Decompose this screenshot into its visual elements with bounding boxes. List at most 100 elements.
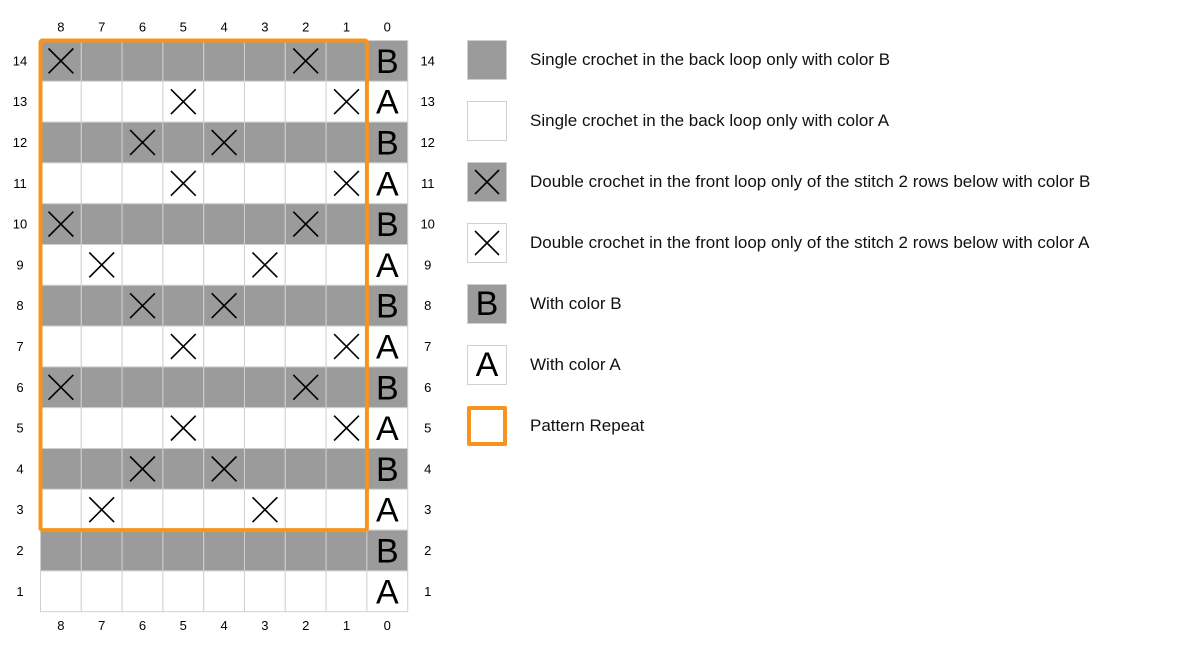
column-label-bottom: 5 xyxy=(180,618,187,633)
row-label-left: 4 xyxy=(16,461,23,476)
column-label-top: 8 xyxy=(57,20,64,35)
chart-cell xyxy=(244,529,286,572)
column-label-bottom: 8 xyxy=(57,618,64,633)
cross-mark xyxy=(170,333,197,360)
chart-cell xyxy=(162,121,205,164)
pattern-repeat-swatch xyxy=(467,406,507,446)
chart-cell xyxy=(284,570,327,613)
row-label-left: 11 xyxy=(13,176,27,191)
chart-cell xyxy=(284,488,327,531)
chart-cell xyxy=(80,570,123,613)
chart-cell xyxy=(121,203,164,245)
chart-cell xyxy=(40,407,82,450)
column-label-bottom: 3 xyxy=(261,618,268,633)
legend-label: Single crochet in the back loop only wit… xyxy=(530,111,890,130)
chart-cell xyxy=(80,80,123,123)
chart-cell xyxy=(284,529,327,572)
cross-mark xyxy=(47,47,74,74)
chart-cell xyxy=(244,121,286,164)
column-label-bottom: 1 xyxy=(343,618,350,633)
chart-cell xyxy=(325,448,368,490)
chart-cell xyxy=(284,325,327,368)
row-label-left: 2 xyxy=(16,543,23,558)
row-color-letter: A xyxy=(376,329,399,367)
row-label-left: 9 xyxy=(16,257,23,272)
row-color-letter: A xyxy=(376,492,399,530)
cross-mark xyxy=(292,47,319,74)
chart-cell xyxy=(366,244,409,286)
chart-cell xyxy=(162,366,205,409)
chart-cell xyxy=(366,121,409,164)
chart-cell xyxy=(284,80,327,123)
cross-mark xyxy=(129,455,156,482)
chart-cell xyxy=(244,366,286,409)
legend-label: Double crochet in the front loop only of… xyxy=(530,172,1091,191)
chart-cell xyxy=(203,40,245,82)
row-label-right: 10 xyxy=(420,217,434,232)
chart-cell xyxy=(244,40,286,82)
color-a-swatch xyxy=(467,101,507,141)
chart-cell xyxy=(366,162,409,205)
chart-cell xyxy=(121,570,164,613)
chart-cell xyxy=(284,448,327,490)
row-color-letter: B xyxy=(376,206,399,244)
row-color-letter: B xyxy=(376,288,399,326)
legend-label: With color B xyxy=(530,294,622,313)
row-label-right: 2 xyxy=(424,543,431,558)
row-label-left: 12 xyxy=(13,135,27,150)
chart-cell xyxy=(366,366,409,409)
row-label-right: 6 xyxy=(424,380,431,395)
pattern-repeat-outline xyxy=(38,38,369,533)
cross-mark xyxy=(251,496,278,523)
chart-cell xyxy=(80,284,123,327)
chart-cell xyxy=(40,244,82,286)
chart-cell xyxy=(162,529,205,572)
row-label-right: 8 xyxy=(424,298,431,313)
cross-mark xyxy=(170,88,197,115)
chart-cell xyxy=(366,284,409,327)
chart-cell xyxy=(121,40,164,82)
column-label-bottom: 0 xyxy=(384,618,391,633)
row-label-right: 3 xyxy=(424,502,431,517)
chart-cell xyxy=(203,244,245,286)
chart-cell xyxy=(80,407,123,450)
swatch-letter: A xyxy=(475,346,499,384)
chart-cell xyxy=(203,325,245,368)
chart-cell xyxy=(325,366,368,409)
column-label-top: 4 xyxy=(220,20,227,35)
chart-cell xyxy=(40,488,82,531)
row-label-right: 7 xyxy=(424,339,431,354)
chart-cell xyxy=(366,325,409,368)
row-label-right: 4 xyxy=(424,461,431,476)
chart-cell xyxy=(203,570,245,613)
cross-icon xyxy=(467,162,507,202)
chart-cell xyxy=(162,203,205,245)
chart-cell xyxy=(40,529,82,572)
row-color-letter: A xyxy=(376,165,399,203)
color-b-swatch xyxy=(467,40,507,80)
column-label-top: 5 xyxy=(180,20,187,35)
row-label-right: 12 xyxy=(420,135,434,150)
cross-mark xyxy=(170,415,197,442)
cross-mark xyxy=(129,292,156,319)
chart-cell xyxy=(366,529,409,572)
chart-cell xyxy=(284,244,327,286)
cross-mark xyxy=(251,251,278,278)
row-color-letter: A xyxy=(376,247,399,285)
chart-cell xyxy=(325,488,368,531)
chart-cell xyxy=(284,162,327,205)
chart-cell xyxy=(40,570,82,613)
chart-cell xyxy=(162,284,205,327)
row-label-right: 9 xyxy=(424,257,431,272)
chart-cell xyxy=(162,448,205,490)
row-label-left: 6 xyxy=(16,380,23,395)
cross-mark xyxy=(88,251,115,278)
chart-cell xyxy=(325,203,368,245)
cross-mark xyxy=(88,496,115,523)
column-label-bottom: 4 xyxy=(220,618,227,633)
chart-cell xyxy=(244,284,286,327)
chart-cell xyxy=(203,162,245,205)
cross-mark xyxy=(211,292,238,319)
chart-cell xyxy=(40,121,82,164)
